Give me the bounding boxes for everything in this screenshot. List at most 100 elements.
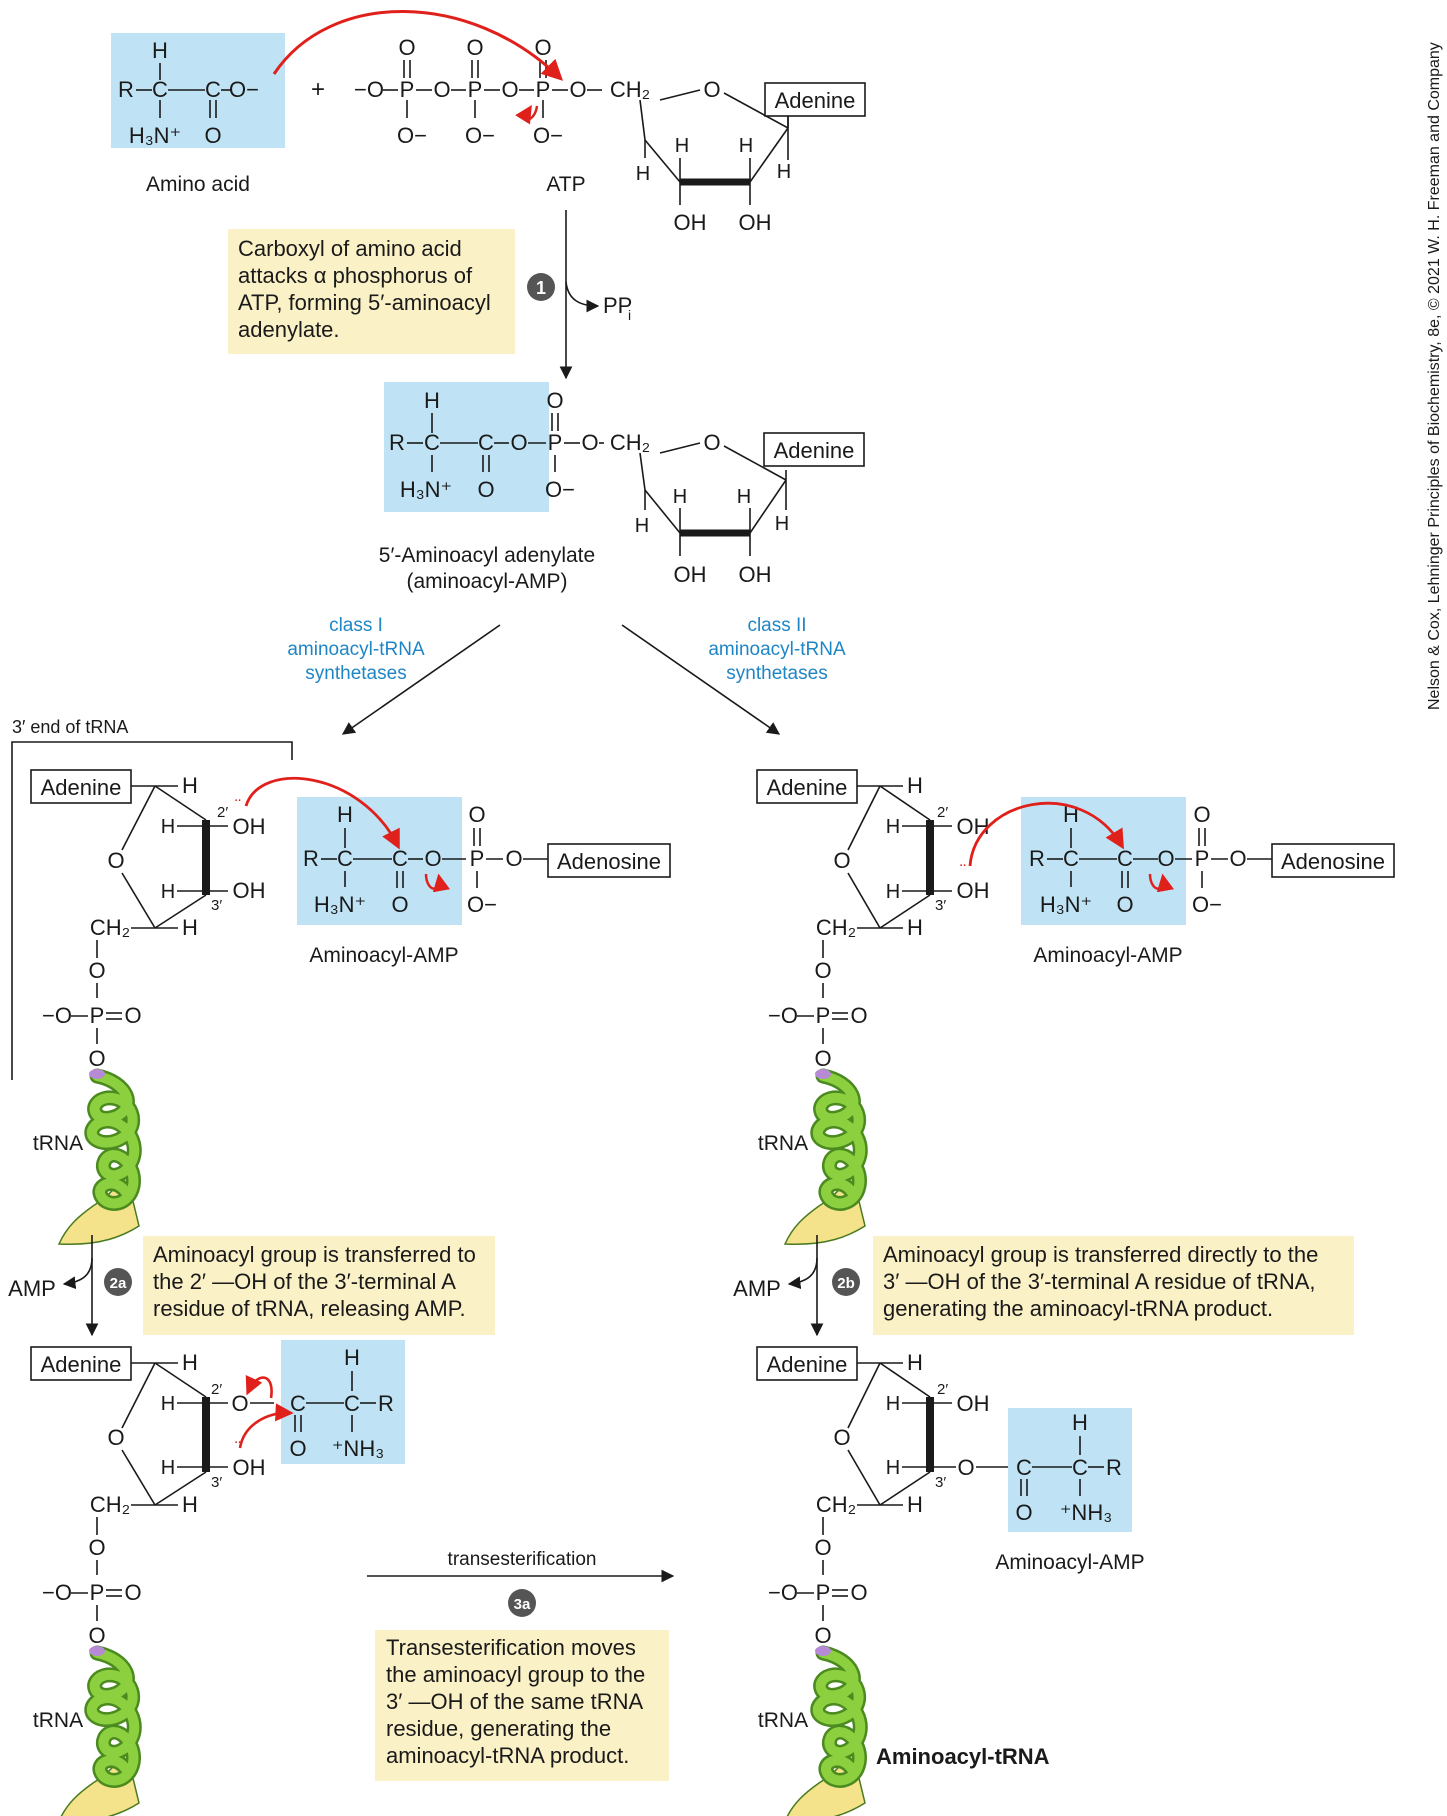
lb-5-o: O (88, 1535, 105, 1560)
right-2-oh: OH (957, 814, 990, 839)
aminoacyl-trna-label: Aminoacyl-tRNA (876, 1744, 1050, 1769)
left-aa-r: R (303, 846, 319, 871)
adenylate-adenine-label: Adenine (774, 438, 855, 463)
adenylate-c1-h: H (775, 513, 789, 535)
right-aa-alpha-c: C (1063, 846, 1079, 871)
amino-acid-h: H (152, 38, 168, 63)
lb-trna-label: tRNA (33, 1709, 83, 1732)
lb-acyl-shift-arrow-2 (238, 1403, 294, 1449)
note-step2b (873, 1236, 1354, 1335)
lb-phosphate-oxo: O (124, 1580, 141, 1605)
atp-gamma-o-minus: −O (354, 77, 384, 102)
left-adenine-label: Adenine (41, 775, 122, 800)
left-aa-carbonyl-c: C (392, 846, 408, 871)
atp-c4-h: H (636, 163, 650, 185)
lb-phosphate-p: P (90, 1580, 105, 1605)
atp-2-oh: OH (739, 210, 772, 235)
adenylate-highlight (384, 382, 549, 512)
rb-3-o-link: O (814, 1623, 831, 1648)
rb-c3-h: H (886, 1457, 900, 1479)
lb-aminoacyl-highlight (281, 1340, 405, 1464)
note-step3a-line3: 3′ —OH of the same tRNA (386, 1689, 644, 1714)
rb-phosphate-oxo: O (850, 1580, 867, 1605)
lb-3-oh: OH (233, 1455, 266, 1480)
atp-ch2: CH₂ (610, 77, 650, 102)
note-step1-line4: adenylate. (238, 317, 340, 342)
lb-carbonyl-o: O (289, 1436, 306, 1461)
adenylate-amino: H₃N⁺ (400, 477, 452, 502)
rb-carbonyl-c: C (1016, 1455, 1032, 1480)
atp-adenine-box (764, 82, 866, 117)
rb-ring-o: O (833, 1425, 850, 1450)
atp-alpha-oxo: O (534, 35, 551, 60)
class2-label-1: class II (747, 615, 806, 636)
rb-c1-h: H (907, 1350, 923, 1375)
amino-acid-carbonyl-o: O (204, 123, 221, 148)
adenylate-c4-h: H (635, 515, 649, 537)
note-step3a-line4: residue, generating the (386, 1716, 611, 1741)
right-trna-label: tRNA (758, 1132, 808, 1155)
rb-trna-label: tRNA (758, 1709, 808, 1732)
left-ring-o: O (107, 848, 124, 873)
step2b-badge (832, 1268, 860, 1296)
right-phosphate-p: P (816, 1003, 831, 1028)
right-adenosine-label: Adenosine (1281, 849, 1385, 874)
note-step2b-line2: 3′ —OH of the 3′-terminal A residue of t… (883, 1269, 1316, 1294)
left-2-lone-pair: ¨ (235, 796, 241, 816)
aminoacyl-adenylate-structure: H R C C O H₃N⁺ O P O O− O CH₂ O H H (384, 382, 865, 587)
left-aa-p: P (470, 846, 485, 871)
note-step1-line3: ATP, forming 5′-aminoacyl (238, 290, 491, 315)
rb-3-o: O (957, 1455, 974, 1480)
step3a-number: 3a (514, 1596, 531, 1613)
left-aa-alpha-c: C (337, 846, 353, 871)
left-attack-arrow (244, 777, 400, 850)
left-aa-p-oxo: O (468, 802, 485, 827)
atp-beta-p: P (468, 77, 483, 102)
left-2-oh: OH (233, 814, 266, 839)
left-aa-bridge-o: O (424, 846, 441, 871)
atp-alpha-o: O− (533, 123, 563, 148)
class2-label-2: aminoacyl-tRNA (708, 639, 846, 660)
adenylate-carbonyl-c: C (478, 430, 494, 455)
adenylate-r: R (389, 430, 405, 455)
left-trna-label: tRNA (33, 1132, 83, 1155)
lb-aa-amino: ⁺NH₃ (332, 1436, 384, 1461)
right-aa-p: P (1195, 846, 1210, 871)
lb-ring-o: O (107, 1425, 124, 1450)
left-2prime: 2′ (217, 804, 228, 821)
lb-aa-r: R (378, 1391, 394, 1416)
ppi-arrow (565, 281, 600, 313)
left-adenine-box (30, 769, 132, 804)
atp-beta-o: O− (465, 123, 495, 148)
left-aa-h: H (337, 802, 353, 827)
rb-phosphate-p: P (816, 1580, 831, 1605)
atp-ester-o: O (569, 77, 586, 102)
lb-c2-h: H (161, 1393, 175, 1415)
lb-c1-h: H (182, 1350, 198, 1375)
three-end-label: 3′ end of tRNA (12, 717, 128, 737)
rb-carbonyl-o: O (1015, 1500, 1032, 1525)
atp-bridge-o1: O (433, 77, 450, 102)
left-c2-h: H (161, 816, 175, 838)
right-aa-amp-highlight (1021, 797, 1186, 925)
right-3-oh: OH (957, 878, 990, 903)
atp-bridge-o2: O (501, 77, 518, 102)
left-adenosine-box (547, 843, 671, 878)
right-adenine-label: Adenine (767, 775, 848, 800)
note-step2b-line1: Aminoacyl group is transferred directly … (883, 1242, 1318, 1267)
rb-aa-amino: ⁺NH₃ (1060, 1500, 1112, 1525)
step1-number: 1 (536, 278, 546, 298)
amino-acid-alpha-c: C (152, 77, 168, 102)
rb-2-oh: OH (957, 1391, 990, 1416)
lb-aa-h: H (344, 1345, 360, 1370)
rb-2prime: 2′ (937, 1381, 948, 1398)
atp-beta-oxo: O (466, 35, 483, 60)
rb-alpha-c: C (1072, 1455, 1088, 1480)
note-step2a-line1: Aminoacyl group is transferred to (153, 1242, 476, 1267)
right-attack-arrow (968, 801, 1125, 867)
right-aa-carbonyl-o: O (1116, 892, 1133, 917)
atp-c1-h: H (777, 161, 791, 183)
left-3-oh: OH (233, 878, 266, 903)
class1-label-1: class I (329, 615, 383, 636)
left-aminoacyl-amp: H R C C O H₃N⁺ O P O O− O Adenosine (297, 797, 671, 925)
